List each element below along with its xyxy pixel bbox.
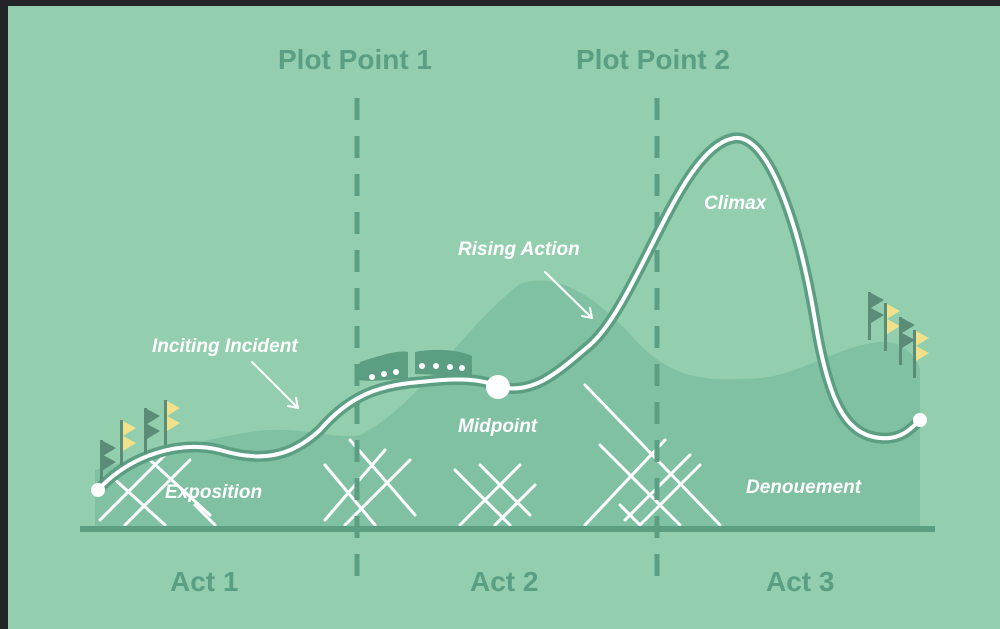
flag-icon	[887, 304, 900, 319]
scaffold-2	[323, 438, 417, 527]
flags-left	[100, 400, 180, 482]
coaster-wheels	[369, 363, 465, 380]
act-1-label: Act 1	[170, 566, 239, 597]
denouement-label: Denouement	[746, 477, 862, 498]
flag-icon	[103, 441, 116, 456]
climax-label: Climax	[704, 193, 767, 214]
flag-icon	[123, 421, 136, 436]
rising-action-label: Rising Action	[458, 239, 580, 260]
flag-icon	[916, 331, 929, 346]
plot-point-1-label: Plot Point 1	[278, 44, 432, 75]
track-rail	[96, 135, 922, 492]
act-3-label: Act 3	[766, 566, 835, 597]
rising-action-arrow	[544, 271, 593, 319]
inciting-incident-label: Inciting Incident	[152, 336, 298, 357]
act-2-label: Act 2	[470, 566, 539, 597]
annotation-arrows	[251, 271, 593, 409]
flag-icon	[147, 409, 160, 424]
coaster-train	[357, 349, 472, 381]
track-end-point	[913, 413, 927, 427]
background-hills	[95, 280, 920, 528]
midpoint-marker	[486, 375, 510, 399]
flag-icon	[902, 318, 915, 333]
ground-line	[80, 526, 935, 532]
plot-point-2-label: Plot Point 2	[576, 44, 730, 75]
inciting-incident-arrow	[251, 361, 299, 409]
scaffold-3	[453, 463, 537, 527]
scaffold-1	[98, 453, 217, 527]
flag-icon	[871, 293, 884, 308]
flag-icon	[167, 401, 180, 416]
midpoint-label: Midpoint	[458, 416, 538, 437]
coaster-car-2	[415, 349, 472, 376]
flags-right	[868, 292, 929, 378]
exposition-label: Exposition	[165, 482, 263, 503]
track-start-point	[91, 483, 105, 497]
